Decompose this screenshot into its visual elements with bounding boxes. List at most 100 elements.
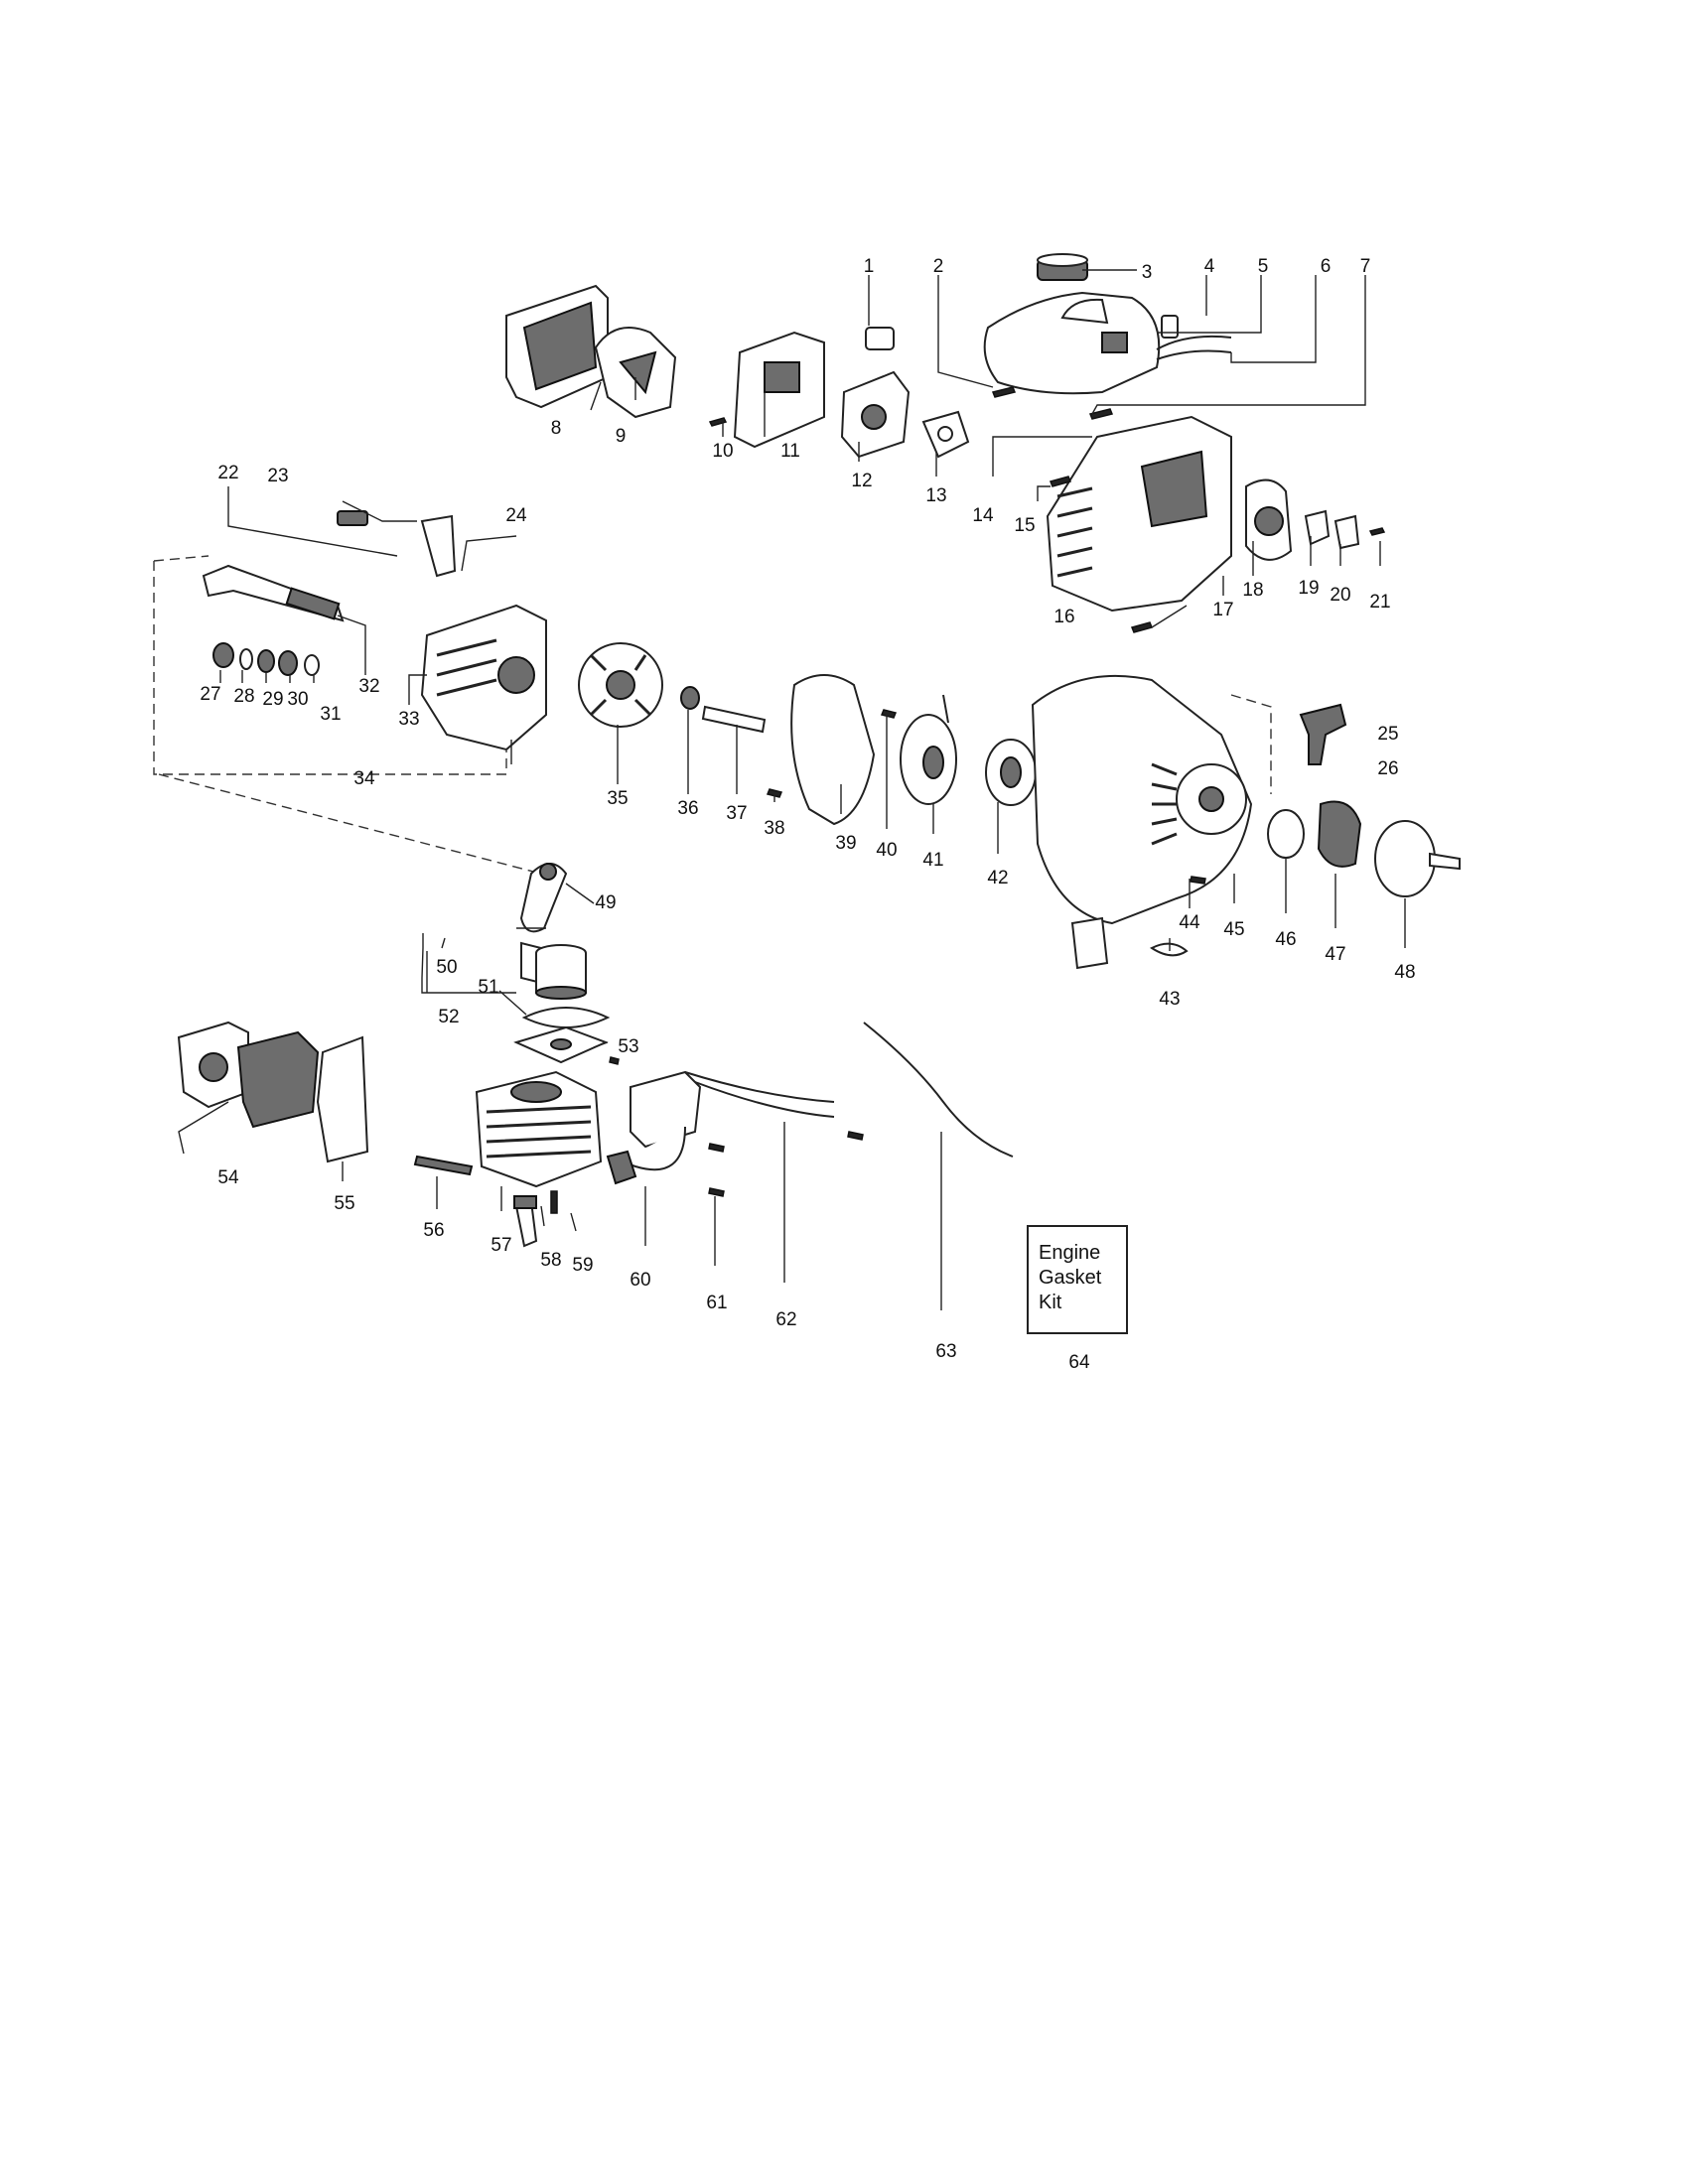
callout-13: 13: [925, 485, 946, 506]
callout-17: 17: [1212, 600, 1233, 620]
callout-30: 30: [287, 689, 308, 710]
callout-16: 16: [1053, 607, 1074, 627]
callout-9: 9: [616, 426, 627, 447]
callout-19: 19: [1298, 578, 1319, 599]
callout-36: 36: [677, 798, 698, 819]
washer-shaft: [680, 686, 767, 734]
air-filter-cover: [505, 284, 609, 409]
callout-44: 44: [1179, 912, 1200, 933]
small-brackets: [1304, 509, 1360, 550]
callout-61: 61: [706, 1293, 727, 1313]
callout-59: 59: [572, 1255, 593, 1276]
callout-38: 38: [764, 818, 784, 839]
callout-29: 29: [262, 689, 283, 710]
callout-15: 15: [1014, 515, 1035, 536]
carburetor: [840, 370, 911, 459]
bottom-screws: [609, 1056, 864, 1197]
fan-housing: [1031, 674, 1253, 970]
screws-top: [708, 386, 1386, 633]
crankcase: [420, 604, 547, 751]
callout-64: 64: [1068, 1352, 1090, 1373]
cylinder-gasket: [513, 1025, 609, 1064]
callout-6: 6: [1321, 256, 1332, 277]
piston-assembly: [520, 941, 611, 1028]
callout-53: 53: [618, 1036, 638, 1057]
callout-2: 2: [933, 256, 944, 277]
callout-24: 24: [505, 505, 527, 526]
callout-25: 25: [1377, 724, 1398, 745]
callout-22: 22: [217, 463, 238, 483]
engine-housing: [1046, 415, 1232, 613]
callout-10: 10: [712, 441, 733, 462]
callout-11: 11: [780, 441, 800, 462]
callout-54: 54: [217, 1167, 239, 1188]
spark-plug: [513, 1195, 538, 1248]
engine-gasket-kit-box: Engine Gasket Kit: [1027, 1225, 1128, 1334]
callout-48: 48: [1394, 962, 1415, 983]
callout-57: 57: [491, 1235, 511, 1256]
clutch-group-bracket: [1230, 694, 1272, 794]
callout-63: 63: [935, 1341, 956, 1362]
fuel-filter: [1161, 315, 1179, 339]
callout-40: 40: [876, 840, 897, 861]
callout-4: 4: [1204, 256, 1215, 277]
callout-34: 34: [353, 768, 375, 789]
cylinder-bolts: [413, 1155, 558, 1214]
callout-23: 23: [267, 466, 288, 486]
callout-1: 1: [864, 256, 875, 277]
callout-37: 37: [726, 803, 747, 824]
muffler: [177, 1021, 320, 1129]
callout-5: 5: [1258, 256, 1269, 277]
callout-35: 35: [607, 788, 628, 809]
fuel-cap: [1037, 253, 1088, 281]
starter-spring: [985, 739, 1037, 806]
starter-guard: [790, 674, 876, 826]
callout-47: 47: [1325, 944, 1345, 965]
callout-21: 21: [1369, 592, 1390, 613]
callout-49: 49: [595, 892, 616, 913]
callout-52: 52: [438, 1007, 459, 1027]
callout-60: 60: [630, 1270, 650, 1291]
callout-62: 62: [775, 1309, 796, 1330]
connecting-rod: [519, 863, 568, 933]
leader-lines: [178, 269, 1406, 1320]
callout-51: 51: [478, 977, 498, 998]
fuel-lines: [1156, 335, 1232, 360]
fuel-tank: [983, 291, 1161, 395]
primer-handle: [1299, 703, 1347, 765]
muffler-gasket: [316, 1035, 369, 1163]
callout-8: 8: [551, 418, 562, 439]
starter-pulley: [900, 694, 957, 805]
callout-7: 7: [1360, 256, 1371, 277]
callout-43: 43: [1159, 989, 1180, 1010]
primer-bulb: [865, 327, 895, 350]
callout-45: 45: [1223, 919, 1244, 940]
callout-18: 18: [1242, 580, 1263, 601]
callout-56: 56: [423, 1220, 444, 1241]
housing-gasket: [1245, 478, 1293, 561]
kit-label-line-1: Engine: [1039, 1242, 1100, 1264]
callout-31: 31: [320, 704, 341, 725]
callout-14: 14: [972, 505, 994, 526]
crankshaft: [202, 564, 345, 622]
carburetor-gasket: [921, 410, 970, 459]
callout-58: 58: [540, 1250, 561, 1271]
callout-42: 42: [987, 868, 1008, 888]
callout-39: 39: [835, 833, 856, 854]
pump-bracket: [337, 510, 457, 578]
callout-32: 32: [358, 676, 379, 697]
callout-46: 46: [1275, 929, 1296, 950]
ignition-wires: [684, 1022, 1014, 1158]
kit-label-line-2: Gasket: [1039, 1267, 1102, 1289]
callout-28: 28: [233, 686, 254, 707]
ignition-coil: [606, 1070, 702, 1185]
callout-27: 27: [200, 684, 220, 705]
crankcase-group-bracket: [153, 555, 507, 775]
callout-3: 3: [1142, 262, 1153, 283]
kit-label-line-3: Kit: [1039, 1292, 1062, 1313]
cylinder: [475, 1070, 603, 1188]
clutch-parts: [1267, 800, 1461, 897]
callout-55: 55: [334, 1193, 354, 1214]
callout-26: 26: [1377, 758, 1398, 779]
